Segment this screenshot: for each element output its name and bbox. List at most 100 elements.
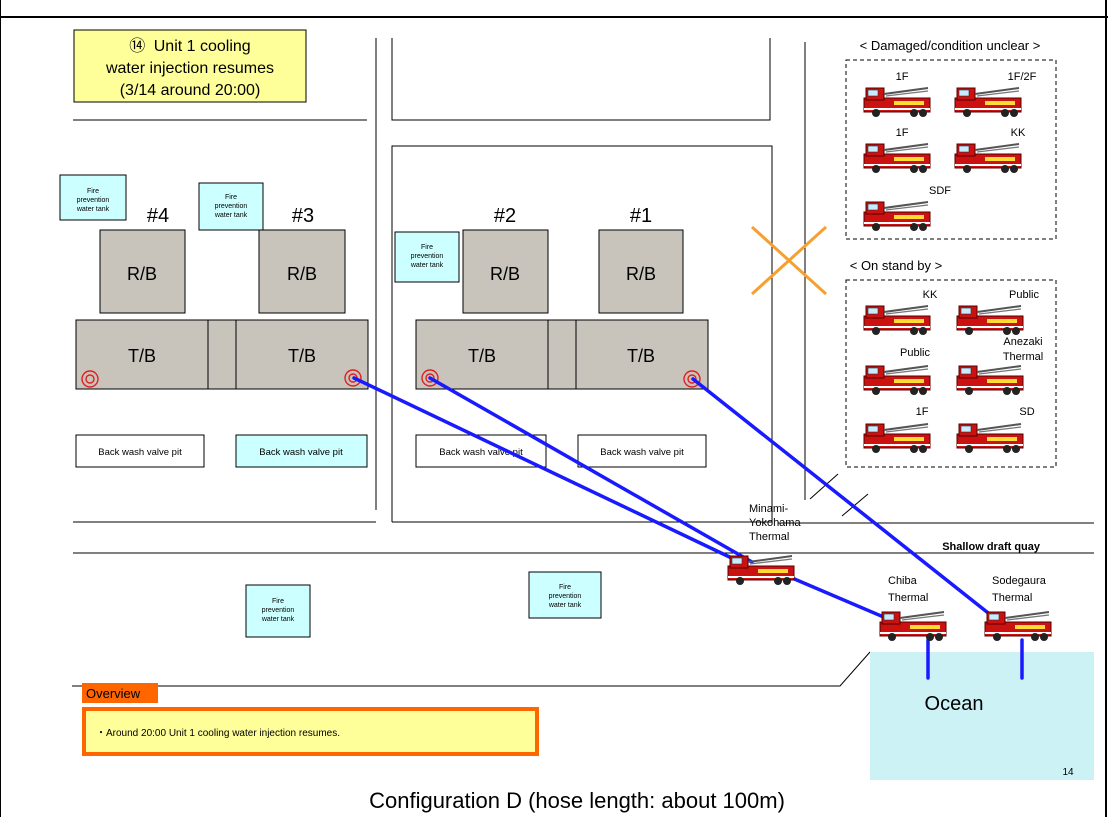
svg-text:⑭ Unit 1 cooling: ⑭ Unit 1 cooling <box>129 37 250 55</box>
chiba-label-line: Thermal <box>888 592 928 604</box>
unit-2-label: #2 <box>494 205 516 227</box>
valve-pit: Back wash valve pit <box>577 434 707 468</box>
water-tank: Fire prevention water tank <box>528 571 602 619</box>
reactor-building-4: R/B <box>99 229 186 314</box>
water-tank: Fire prevention water tank <box>198 182 264 231</box>
water-tank: Fire prevention water tank <box>394 231 460 283</box>
blocked-x-icon <box>750 225 828 296</box>
truck-label-line: Anezaki <box>1003 336 1042 348</box>
damaged-panel-title: < Damaged/condition unclear > <box>860 38 1041 53</box>
valve-pit: Back wash valve pit <box>75 434 205 468</box>
injection-note: ⑭ Unit 1 cooling water injection resumes… <box>73 29 307 103</box>
truck-label: Public <box>1009 289 1039 301</box>
fire-truck-icon <box>863 143 931 174</box>
fire-truck-icon <box>863 305 931 336</box>
truck-label: 1F <box>896 127 909 139</box>
fire-truck-icon <box>863 87 931 118</box>
tb-label: T/B <box>627 346 655 366</box>
truck-label: 1F/2F <box>1008 71 1037 83</box>
valve-pit: Back wash valve pit <box>235 434 368 468</box>
overview-box: Overview ・Around 20:00 Unit 1 cooling wa… <box>82 683 539 756</box>
overview-text: ・Around 20:00 Unit 1 cooling water injec… <box>96 728 340 739</box>
tank-label-line: water tank <box>214 212 248 219</box>
fire-truck-icon <box>863 365 931 396</box>
tank-label-line: prevention <box>262 607 295 614</box>
site-boundaries <box>72 38 1094 687</box>
valve-pit-label: Back wash valve pit <box>98 447 182 458</box>
hose-line <box>691 377 994 618</box>
ocean-area <box>870 652 1094 780</box>
hose-line <box>776 570 902 626</box>
connection-port-icon <box>683 370 701 388</box>
fire-truck-icon <box>954 87 1022 118</box>
ocean-label: Ocean <box>925 693 984 715</box>
fire-truck-icon <box>956 423 1024 454</box>
tank-label-line: Fire <box>421 244 433 251</box>
tank-label-line: water tank <box>261 616 295 623</box>
fire-truck-icon <box>727 555 795 586</box>
fire-truck-icon <box>984 611 1052 642</box>
fire-truck-icon <box>863 423 931 454</box>
truck-label: KK <box>923 289 938 301</box>
tank-label-line: water tank <box>410 262 444 269</box>
hose-line <box>352 376 742 564</box>
tank-label-line: prevention <box>77 197 110 204</box>
tank-label-line: water tank <box>548 602 582 609</box>
water-tank: Fire prevention water tank <box>59 174 127 221</box>
connection-port-icon <box>81 370 99 388</box>
tank-label-line: prevention <box>215 203 248 210</box>
fire-truck-icon <box>956 305 1024 336</box>
note-line1: Unit 1 cooling <box>154 38 251 55</box>
rb-label: R/B <box>127 264 157 284</box>
fire-truck-icon <box>879 611 947 642</box>
minami-label-line: Minami- <box>749 503 788 515</box>
note-line2: water injection resumes <box>105 60 274 77</box>
unit-1-label: #1 <box>630 205 652 227</box>
hose-line <box>428 376 754 564</box>
damaged-panel <box>845 59 1057 240</box>
fire-truck-icon <box>956 365 1024 396</box>
turbine-building-3-4: T/B T/B <box>75 319 369 390</box>
connection-port-icon <box>421 369 439 387</box>
turbine-building-1-2: T/B T/B <box>415 319 709 390</box>
reactor-building-3: R/B <box>258 229 346 314</box>
truck-label: 1F <box>896 71 909 83</box>
fire-truck-icon <box>863 201 931 232</box>
rb-label: R/B <box>287 264 317 284</box>
reactor-building-2: R/B <box>462 229 549 314</box>
truck-label: KK <box>1011 127 1026 139</box>
minami-label-line: Yokohama <box>749 517 801 529</box>
sodegaura-label-line: Sodegaura <box>992 575 1047 587</box>
valve-pit-label: Back wash valve pit <box>439 447 523 458</box>
sodegaura-label-line: Thermal <box>992 592 1032 604</box>
overview-tab-label: Overview <box>86 686 141 701</box>
tank-label-line: Fire <box>559 584 571 591</box>
quay-label: Shallow draft quay <box>942 541 1041 553</box>
tank-label-line: Fire <box>272 598 284 605</box>
note-line3: (3/14 around 20:00) <box>120 82 261 99</box>
figure-caption: Configuration D (hose length: about 100m… <box>369 788 785 813</box>
truck-label: Public <box>900 347 930 359</box>
reactor-building-1: R/B <box>598 229 684 314</box>
chiba-label-line: Chiba <box>888 575 918 587</box>
rb-label: R/B <box>490 264 520 284</box>
tank-label-line: prevention <box>411 253 444 260</box>
note-number: ⑭ <box>129 37 145 55</box>
truck-label: SD <box>1019 406 1034 418</box>
truck-label: SDF <box>929 185 951 197</box>
tank-label-line: prevention <box>549 593 582 600</box>
fire-truck-icon <box>954 143 1022 174</box>
tank-label-line: Fire <box>225 194 237 201</box>
truck-label: 1F <box>916 406 929 418</box>
hose-lines <box>352 376 1024 680</box>
minami-label-line: Thermal <box>749 531 789 543</box>
standby-panel <box>845 279 1057 468</box>
unit-3-label: #3 <box>292 205 314 227</box>
tank-label-line: water tank <box>76 206 110 213</box>
valve-pit-label: Back wash valve pit <box>600 447 684 458</box>
standby-panel-title: < On stand by > <box>850 258 943 273</box>
truck-label-line: Thermal <box>1003 351 1043 363</box>
tank-label-line: Fire <box>87 188 99 195</box>
water-tank: Fire prevention water tank <box>245 584 311 638</box>
unit-4-label: #4 <box>147 205 169 227</box>
